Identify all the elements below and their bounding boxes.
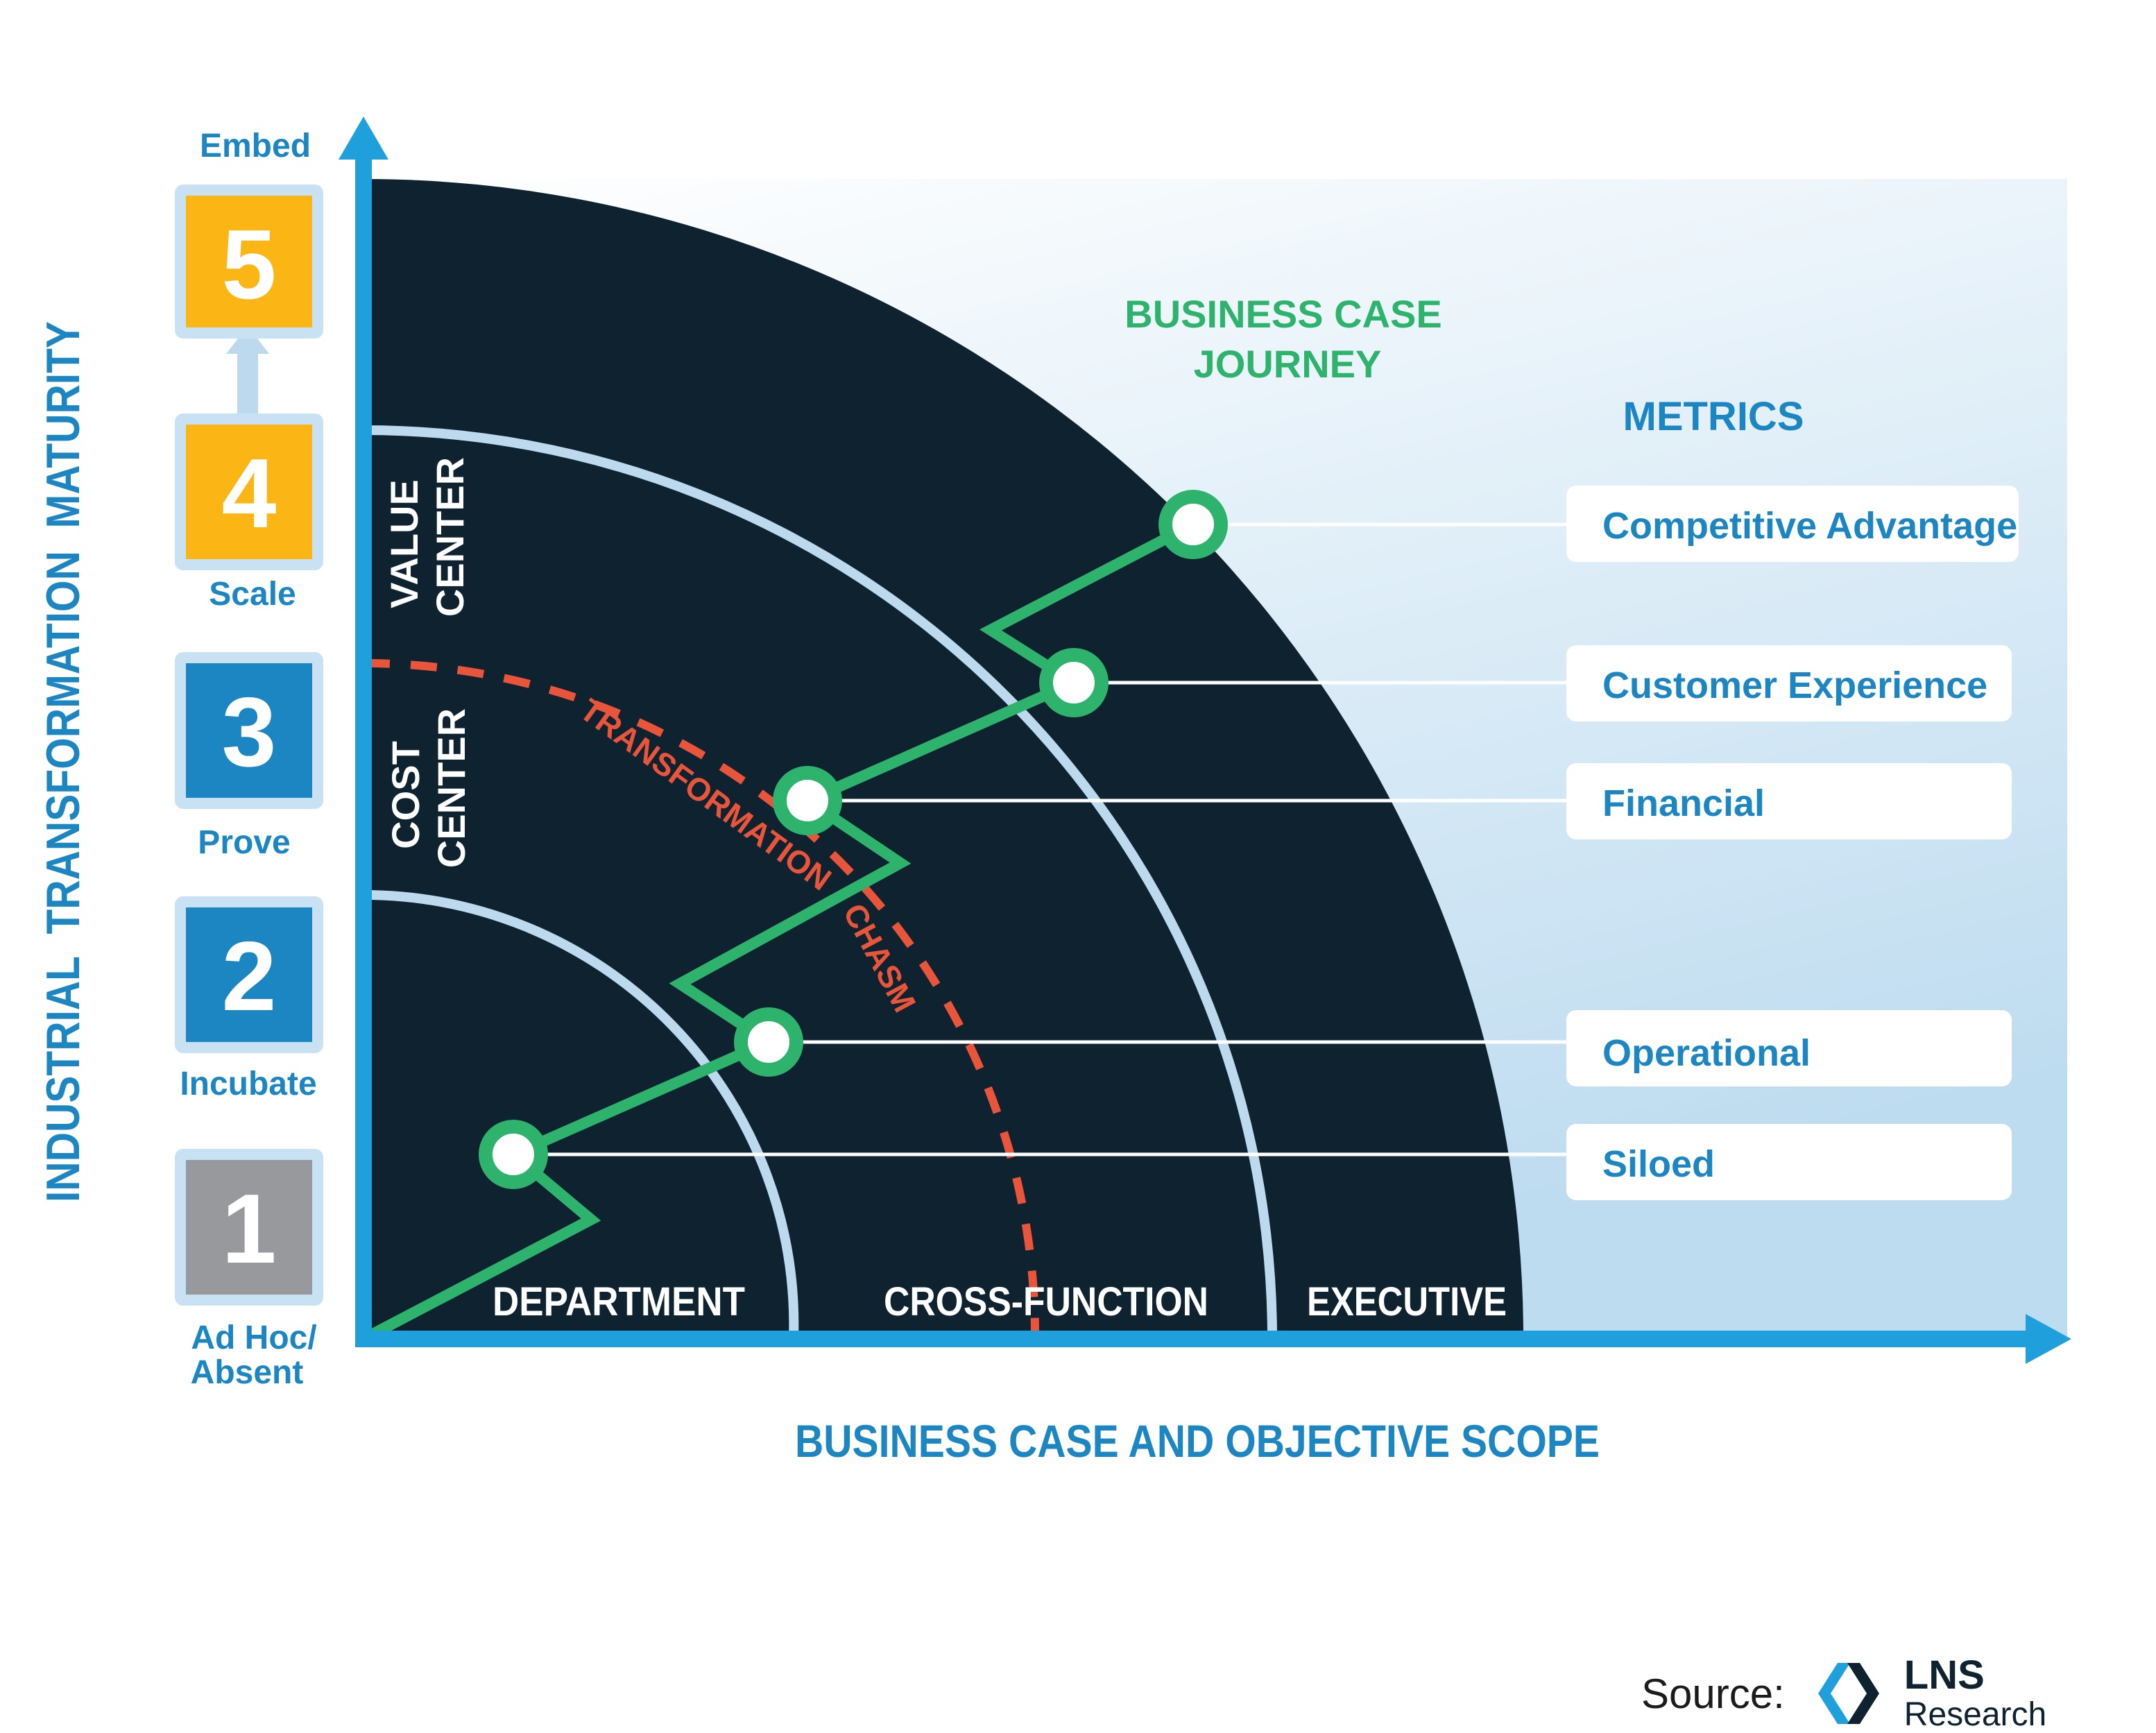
journey-title-line2: JOURNEY [1194,342,1382,386]
metric-leader-lines [513,522,1569,1156]
level-3-box: 3 [175,652,323,809]
level-4-box: 4 [175,413,323,570]
metric-label-financial: Financial [1602,783,1765,824]
level-3-label: Prove [198,824,290,861]
cross-function-ring [363,425,1277,1339]
level-4-number: 4 [222,438,277,549]
lns-logo-icon [1817,1663,1879,1724]
x-axis-arrowhead [2026,1314,2071,1364]
business-case-journey-path [358,519,1199,1344]
level-2-number: 2 [222,921,277,1032]
journey-node-financial [773,766,842,835]
source-label: Source: [1641,1670,1785,1717]
metric-box-financial: Financial [1566,763,2012,839]
level-4-label: Scale [209,576,296,613]
cost-center-label-2: CENTER [429,708,473,868]
level-1-label-line2: Absent [191,1354,304,1391]
journey-node-operational [734,1007,803,1077]
level-3-number: 3 [222,677,277,787]
axes [339,117,2071,1364]
transformation-chasm-line [363,659,1039,1335]
level-4-5-connector [237,344,258,416]
level-2-label: Incubate [180,1066,316,1102]
y-axis-arrowhead [339,117,388,160]
x-axis-line [355,1331,2034,1347]
metric-box-customer-experience: Customer Experience [1566,645,2012,722]
level-5-label: Embed [200,128,311,164]
metric-label-customer-experience: Customer Experience [1602,665,1987,706]
lns-logo-bottom: Research [1903,1696,2047,1733]
journey-title-line1: BUSINESS CASE [1124,292,1441,336]
maturity-levels: 5 4 3 2 1 Embed Scale Prove Incubate Ad … [175,128,323,1391]
level-2-box: 2 [175,896,323,1053]
metric-label-siloed: Siloed [1602,1143,1715,1185]
level-1-label-line1: Ad Hoc/ [191,1320,316,1356]
metric-label-operational: Operational [1602,1032,1811,1074]
level-5-number: 5 [222,210,277,320]
source-attribution: Source: LNS Research [1641,1655,2046,1732]
metrics-title: METRICS [1623,394,1804,439]
journey-nodes [479,490,1228,1189]
metric-label-competitive-advantage: Competitive Advantage [1602,505,2017,547]
metric-box-competitive-advantage: Competitive Advantage [1566,486,2019,562]
value-center-label-2: CENTER [428,457,472,617]
department-ring [363,890,799,1339]
metric-box-siloed: Siloed [1566,1124,2012,1200]
y-axis-title: INDUSTRIAL TRANSFORMATION MATURITY [37,321,89,1202]
journey-node-customer-experience [1039,648,1109,717]
lns-logo-wordmark: LNS Research [1904,1655,2046,1732]
zone-label-executive: EXECUTIVE [1307,1279,1507,1324]
y-axis-line [355,153,372,1347]
x-axis-title: BUSINESS CASE AND OBJECTIVE SCOPE [795,1415,1600,1467]
level-1-number: 1 [222,1174,277,1284]
metric-box-operational: Operational [1566,1010,2012,1086]
level-4-5-arrowhead [226,326,269,354]
value-center-label-1: VALUE [382,479,426,608]
journey-node-competitive-advantage [1158,490,1228,559]
zone-label-department: DEPARTMENT [493,1279,745,1324]
level-5-box: 5 [175,185,323,339]
journey-node-siloed [479,1120,548,1189]
scope-quarter-circle [363,179,1523,1339]
zone-label-cross-function: CROSS-FUNCTION [884,1279,1208,1324]
level-1-box: 1 [175,1149,323,1306]
lns-logo-top: LNS [1903,1653,1985,1698]
cost-center-label-1: COST [384,741,427,849]
